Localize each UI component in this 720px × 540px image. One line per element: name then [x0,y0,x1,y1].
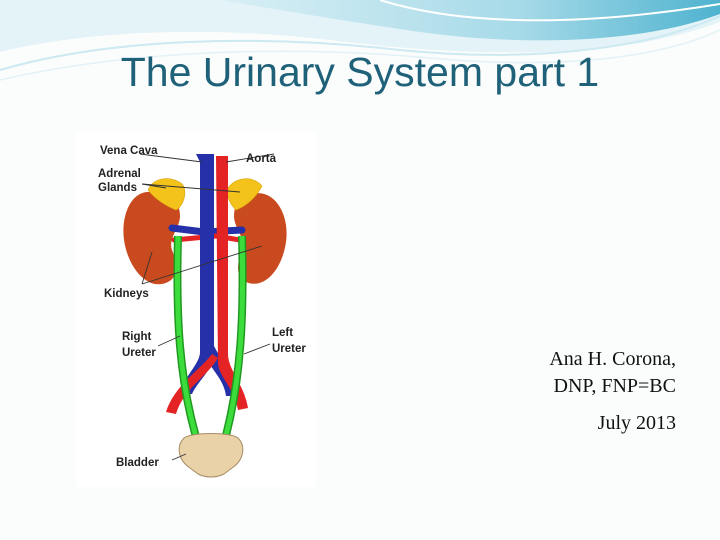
right-kidney [123,191,180,285]
kidneys-pointer-right [141,251,153,285]
left-kidney [234,193,287,284]
label-bladder: Bladder [116,457,159,469]
label-left: Left [272,327,293,339]
label-vena-cava: Vena Cava [100,145,158,157]
label-glands: Glands [98,182,137,194]
kidneys-pointer-left [141,245,263,285]
author-block: Ana H. Corona, DNP, FNP=BC July 2013 [549,346,676,437]
right-ureter-pointer [157,335,181,347]
aorta-vessel [216,156,248,410]
urinary-system-diagram: Vena Cava Aorta Adrenal Glands Kidneys R… [76,132,316,487]
aorta-right-branch [166,354,218,414]
label-adrenal: Adrenal [98,168,141,180]
label-aorta: Aorta [246,153,277,165]
vena-cava-vessel [180,154,214,394]
right-ureter-fill [174,235,203,451]
vena-cava-pointer [139,153,203,163]
left-ureter-pointer [243,343,271,355]
aorta-pointer [225,153,275,163]
author-credentials: DNP, FNP=BC [553,375,676,397]
left-ureter-fill [219,235,246,451]
bladder-pointer [171,453,187,461]
presentation-date: July 2013 [597,412,676,434]
label-left-ureter: Ureter [272,343,306,355]
slide-title: The Urinary System part 1 [120,49,600,95]
author-name: Ana H. Corona, [549,348,676,370]
bladder-organ [178,433,244,478]
label-right-ureter: Ureter [122,347,156,359]
adrenal-pointer-left [141,183,241,193]
left-adrenal-gland [227,178,263,211]
label-kidneys: Kidneys [104,288,149,300]
header-wave-decoration [0,0,720,81]
label-right: Right [122,331,152,343]
renal-artery [171,233,243,243]
